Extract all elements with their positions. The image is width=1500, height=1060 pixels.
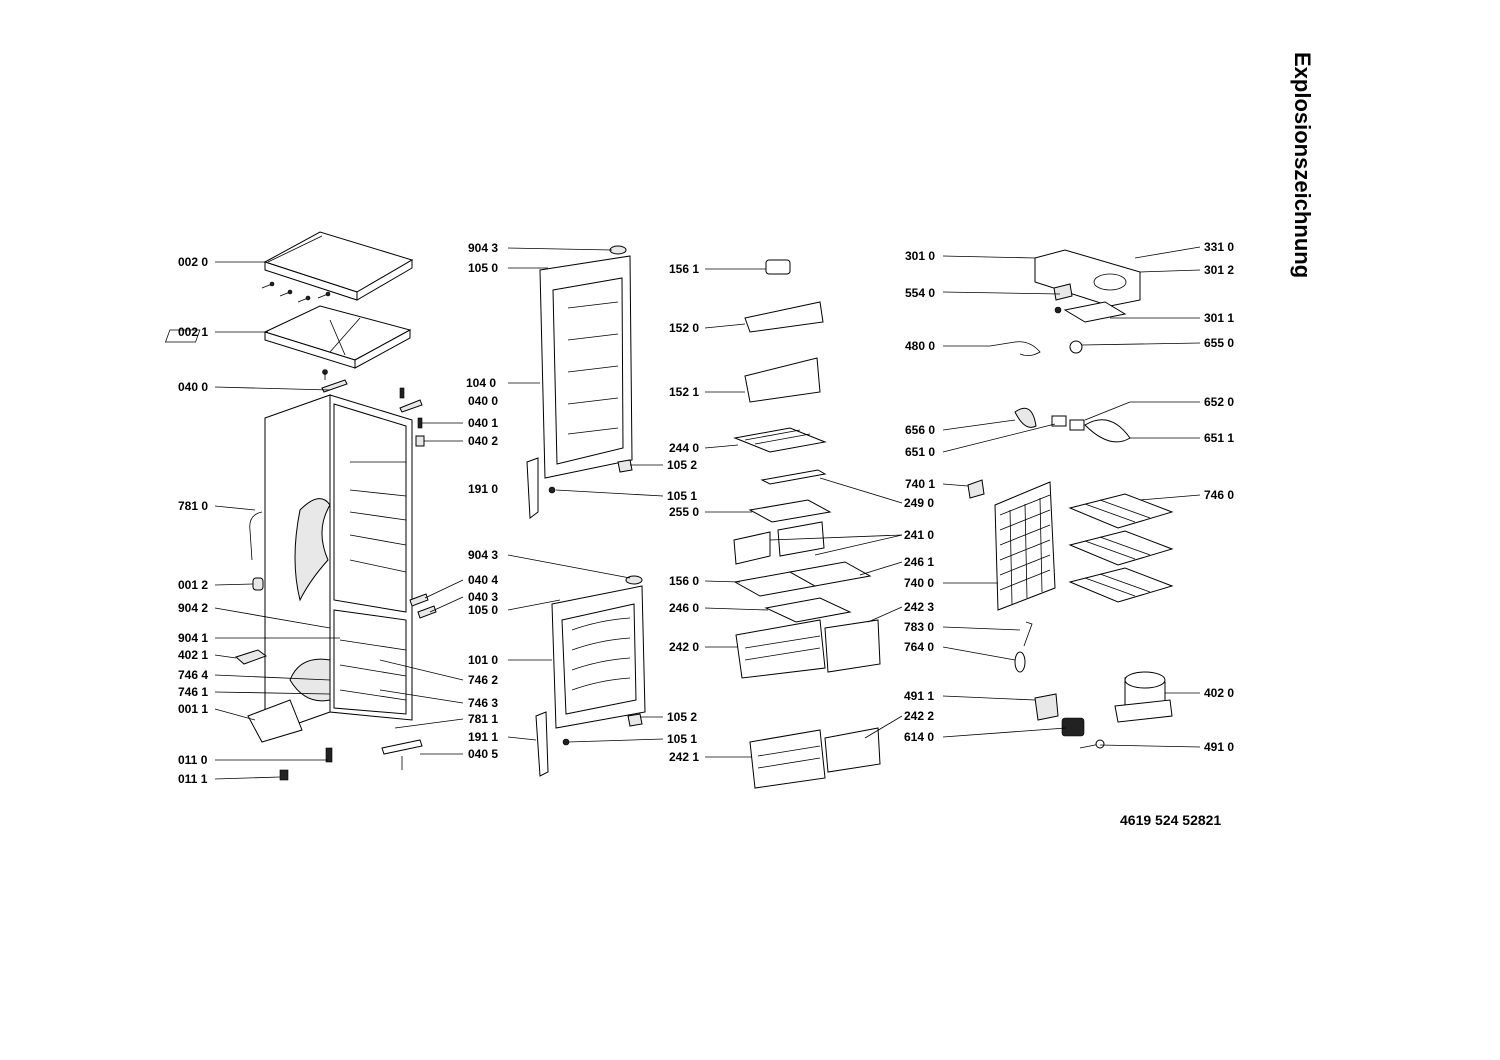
door-shelf-part — [744, 301, 824, 403]
cabinet-body-part — [264, 394, 413, 736]
callout-label: 105 2 — [667, 458, 697, 472]
callout-label: 040 4 — [468, 573, 498, 587]
callout-label: 246 0 — [669, 601, 699, 615]
parts-drawings — [164, 231, 1174, 789]
callout-label: 904 1 — [178, 631, 208, 645]
callout-label: 002 1 — [178, 325, 208, 339]
callout-label: 651 1 — [1204, 431, 1234, 445]
callout-label: 040 2 — [468, 434, 498, 448]
callout-label: 301 0 — [905, 249, 935, 263]
callout-label: 105 0 — [468, 603, 498, 617]
callout-label: 244 0 — [669, 441, 699, 455]
callout-label: 156 1 — [669, 262, 699, 276]
compressor-part — [1114, 671, 1173, 723]
callout-label: 191 1 — [468, 730, 498, 744]
callout-label: 242 3 — [904, 600, 934, 614]
lower-door-part — [551, 575, 646, 729]
callout-label: 101 0 — [468, 653, 498, 667]
callout-label: 105 0 — [468, 261, 498, 275]
callout-label: 040 5 — [468, 747, 498, 761]
callout-label: 491 0 — [1204, 740, 1234, 754]
callout-label: 040 3 — [468, 590, 498, 604]
callout-label: 746 4 — [178, 668, 208, 682]
callout-label: 105 1 — [667, 489, 697, 503]
callout-label: 242 1 — [669, 750, 699, 764]
callout-label: 040 1 — [468, 416, 498, 430]
top-cover-part — [263, 231, 414, 301]
callout-label: 402 0 — [1204, 686, 1234, 700]
callout-label: 011 0 — [178, 753, 208, 767]
callout-label: 246 1 — [904, 555, 934, 569]
callout-label: 783 0 — [904, 620, 934, 634]
callout-label: 105 1 — [667, 732, 697, 746]
callout-label: 331 0 — [1204, 240, 1234, 254]
callout-label: 740 0 — [904, 576, 934, 590]
callout-label: 301 2 — [1204, 263, 1234, 277]
callout-label: 764 0 — [904, 640, 934, 654]
callout-label: 249 0 — [904, 496, 934, 510]
callout-label: 152 0 — [669, 321, 699, 335]
callout-label: 002 0 — [178, 255, 208, 269]
egg-box-part — [733, 521, 825, 565]
callout-label: 156 0 — [669, 574, 699, 588]
butter-dish-part — [765, 259, 791, 275]
wire-shelves-part — [1068, 493, 1174, 603]
callout-label: 554 0 — [905, 286, 935, 300]
callout-label: 746 0 — [1204, 488, 1234, 502]
callout-label: 040 0 — [178, 380, 208, 394]
freezer-tray-part — [733, 561, 872, 623]
freezer-drawer-part — [735, 619, 881, 679]
callout-label: 652 0 — [1204, 395, 1234, 409]
document-number: 4619 524 52821 — [1120, 812, 1221, 828]
callout-labels: 002 0 002 1 040 0 781 0 001 2 904 2 904 … — [178, 240, 1234, 786]
lamp-part — [1014, 407, 1131, 443]
callout-label: 651 0 — [905, 445, 935, 459]
callout-label: 255 0 — [669, 505, 699, 519]
callout-label: 242 2 — [904, 709, 934, 723]
upper-door-part — [539, 245, 633, 479]
screws-part — [261, 281, 331, 303]
callout-label: 746 1 — [178, 685, 208, 699]
callout-label: 904 2 — [178, 601, 208, 615]
top-frame-part — [164, 305, 412, 369]
callout-label: 746 3 — [468, 696, 498, 710]
evaporator-part — [967, 479, 1056, 611]
callout-label: 491 1 — [904, 689, 934, 703]
control-box-part — [1034, 249, 1141, 354]
callout-label: 655 0 — [1204, 336, 1234, 350]
callout-label: 781 1 — [468, 712, 498, 726]
callout-label: 001 2 — [178, 578, 208, 592]
callout-label: 191 0 — [468, 482, 498, 496]
callout-label: 241 0 — [904, 528, 934, 542]
callout-label: 614 0 — [904, 730, 934, 744]
diagram-title: Explosionszeichnung — [1290, 52, 1315, 278]
glass-shelf-part — [733, 427, 832, 523]
callout-label: 904 3 — [468, 548, 498, 562]
callout-label: 011 1 — [178, 772, 208, 786]
callout-label: 301 1 — [1204, 311, 1234, 325]
leader-lines — [214, 246, 1201, 780]
callout-label: 480 0 — [905, 339, 935, 353]
callout-label: 746 2 — [468, 673, 498, 687]
callout-label: 242 0 — [669, 640, 699, 654]
callout-label: 781 0 — [178, 499, 208, 513]
callout-label: 402 1 — [178, 648, 208, 662]
callout-label: 740 1 — [905, 477, 935, 491]
callout-label: 104 0 — [466, 376, 496, 390]
callout-label: 001 1 — [178, 702, 208, 716]
callout-label: 656 0 — [905, 423, 935, 437]
callout-label: 904 3 — [468, 241, 498, 255]
callout-label: 040 0 — [468, 394, 498, 408]
callout-label: 152 1 — [669, 385, 699, 399]
callout-label: 105 2 — [667, 710, 697, 724]
lower-drawer-part — [749, 727, 881, 789]
